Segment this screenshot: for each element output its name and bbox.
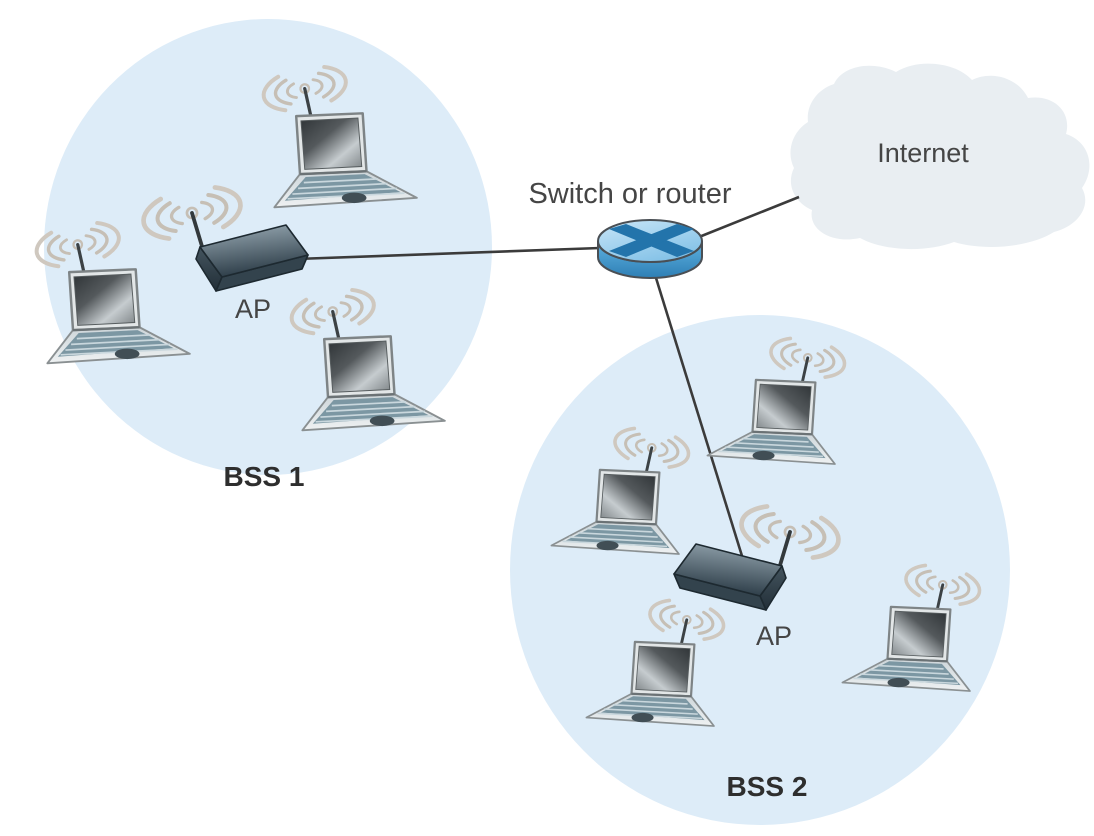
switch-label: Switch or router: [528, 178, 731, 210]
link-ap1-switch: [295, 246, 601, 261]
bss1-label: BSS 1: [224, 461, 305, 492]
ap1-label: AP: [235, 294, 271, 324]
internet-label: Internet: [877, 138, 969, 168]
link-switch-ap2: [650, 264, 744, 557]
internet-cloud: [790, 63, 1090, 250]
ap2-label: AP: [756, 621, 792, 651]
switch-router-icon: [597, 219, 703, 279]
link-switch-internet: [698, 195, 800, 239]
wired-links: [295, 195, 800, 557]
bss2-label: BSS 2: [727, 771, 808, 802]
switch-x-arrows: [609, 224, 694, 257]
